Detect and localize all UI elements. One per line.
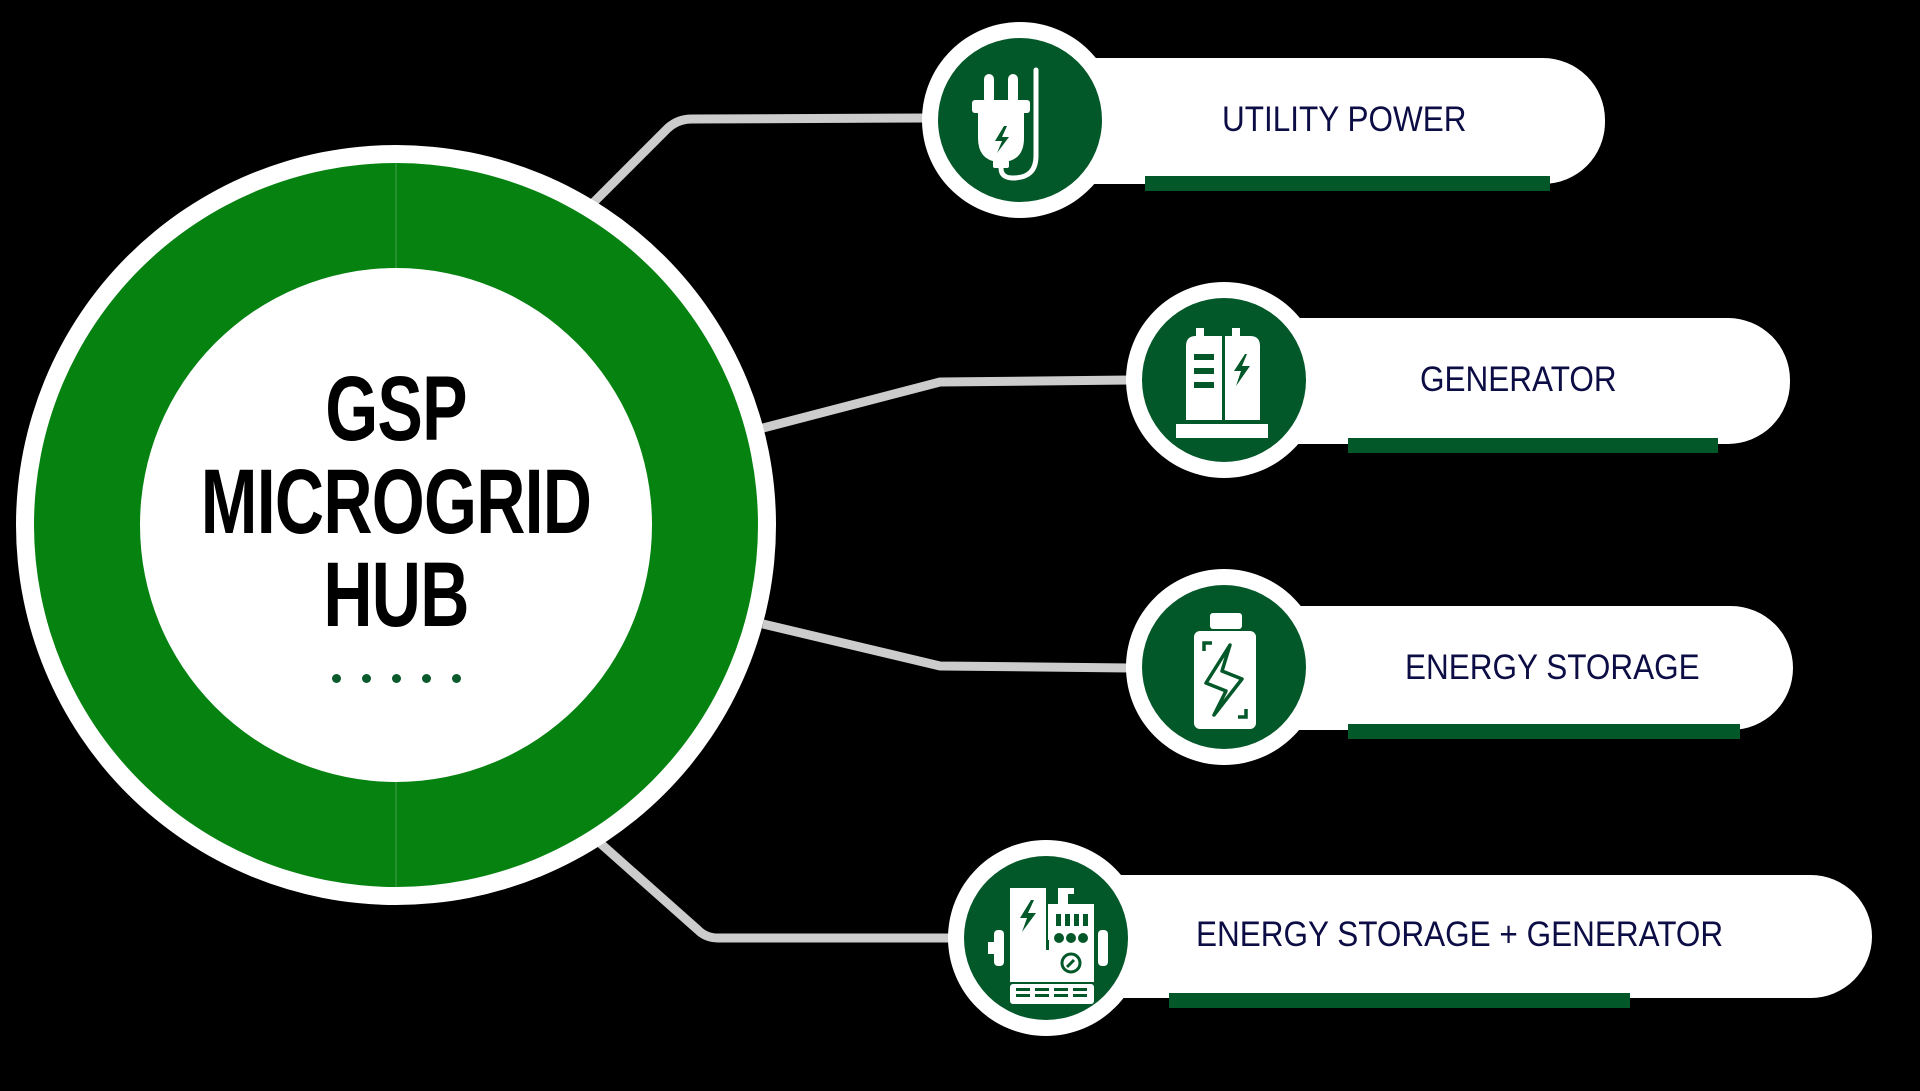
icon-disc — [964, 856, 1128, 1020]
icon-disc — [938, 38, 1102, 202]
icon-disc — [1142, 298, 1306, 462]
hub-title-line-2: MICROGRID — [200, 451, 592, 553]
microgrid-hub: GSP MICROGRID HUB — [16, 145, 776, 905]
node-label: GENERATOR — [1420, 360, 1617, 399]
battery-icon — [1194, 613, 1256, 729]
icon-disc — [1142, 585, 1306, 749]
node-card-generator: GENERATOR — [1270, 318, 1790, 444]
node-icon-utility-power — [922, 22, 1118, 218]
dot — [422, 674, 431, 683]
node-underline-bar — [1348, 724, 1740, 739]
node-card-energy-storage-generator: ENERGY STORAGE + GENERATOR — [1090, 875, 1872, 998]
hub-title: GSP MICROGRID HUB — [16, 363, 776, 642]
node-icon-energy-storage-generator — [948, 840, 1144, 1036]
node-label: ENERGY STORAGE — [1405, 648, 1700, 687]
generator-cabinet-icon — [1176, 328, 1268, 438]
node-card-energy-storage: ENERGY STORAGE — [1270, 606, 1793, 730]
dot — [362, 674, 371, 683]
hub-center — [140, 268, 652, 782]
node-icon-generator — [1126, 282, 1322, 478]
hub-title-line-1: GSP — [325, 358, 467, 460]
connector-generator — [761, 375, 1131, 433]
node-underline-bar — [1169, 993, 1630, 1008]
connector-energy-storage — [761, 619, 1131, 673]
hub-title-line-3: HUB — [323, 544, 469, 646]
plug-icon — [972, 67, 1039, 181]
dot — [452, 674, 461, 683]
dot — [332, 674, 341, 683]
node-label: UTILITY POWER — [1222, 100, 1467, 139]
connector-utility-power — [590, 113, 931, 206]
connector-energy-storage-generator — [597, 839, 950, 943]
node-label: ENERGY STORAGE + GENERATOR — [1196, 915, 1724, 954]
node-card-utility-power: UTILITY POWER — [1060, 58, 1605, 184]
hybrid-generator-icon — [988, 888, 1108, 1004]
node-underline-bar — [1145, 176, 1550, 191]
node-underline-bar — [1348, 438, 1718, 453]
dot — [392, 674, 401, 683]
hub-dots — [332, 674, 461, 684]
node-icon-energy-storage — [1126, 569, 1322, 765]
